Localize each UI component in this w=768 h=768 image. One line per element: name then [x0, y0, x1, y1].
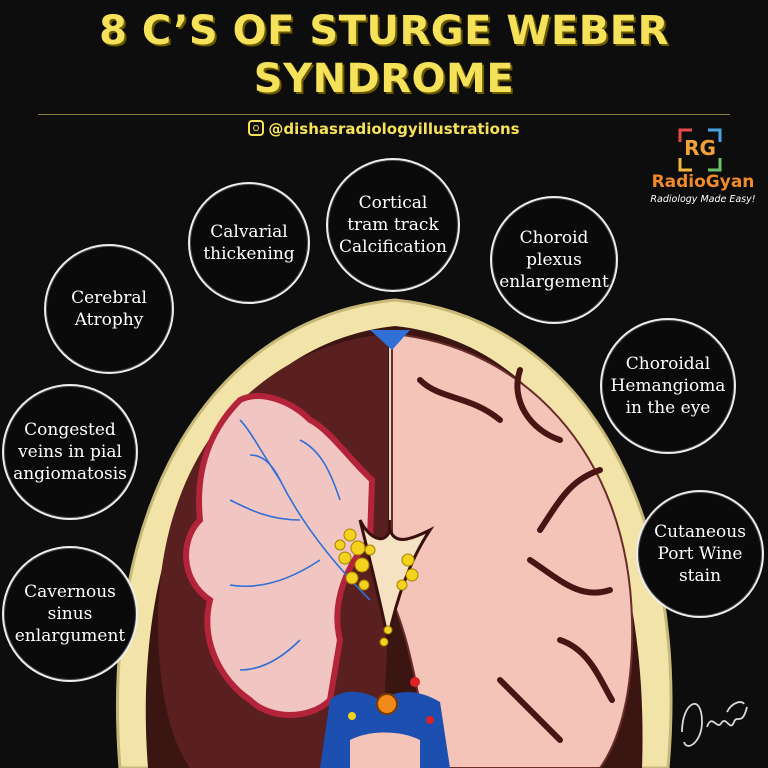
bubble-congested-veins: Congested veins in pial angiomatosis — [2, 384, 138, 520]
instagram-icon — [248, 120, 265, 136]
title-line-2: SYNDROME — [253, 56, 515, 102]
logo-tagline: Radiology Made Easy! — [650, 194, 756, 205]
logo-mark: RG — [684, 136, 716, 160]
bubble-calvarial-thickening: Calvarial thickening — [188, 182, 310, 304]
bubble-port-wine-stain: Cutaneous Port Wine stain — [636, 490, 764, 618]
left-gyri — [183, 393, 376, 718]
pituitary — [376, 693, 398, 715]
pial-vessels — [229, 419, 371, 671]
title-line-1: 8 C’S OF STURGE WEBER — [99, 8, 669, 54]
bubble-cerebral-atrophy: Cerebral Atrophy — [44, 244, 174, 374]
artist-signature — [681, 701, 748, 747]
logo-brand: RadioGyan — [651, 172, 755, 192]
ventricles — [358, 519, 435, 641]
bubble-cavernous-sinus: Cavernous sinus enlargument — [2, 546, 138, 682]
right-sulci — [417, 367, 615, 743]
radiogyan-logo: RG RadioGyan Radiology Made Easy! — [648, 128, 758, 228]
bubble-choroidal-hemangioma: Choroidal Hemangioma in the eye — [600, 318, 736, 454]
instagram-handle: @dishasradiologyillustrations — [0, 120, 768, 138]
logo-frame-icon — [678, 128, 722, 172]
handle-text: @dishasradiologyillustrations — [268, 120, 520, 138]
bubble-choroid-plexus: Choroid plexus enlargement — [490, 196, 618, 324]
divider — [38, 114, 730, 115]
choroid-calcification — [334, 528, 419, 647]
bubble-cortical-calcification: Cortical tram track Calcification — [326, 158, 460, 292]
sagittal-sinus — [370, 330, 410, 350]
